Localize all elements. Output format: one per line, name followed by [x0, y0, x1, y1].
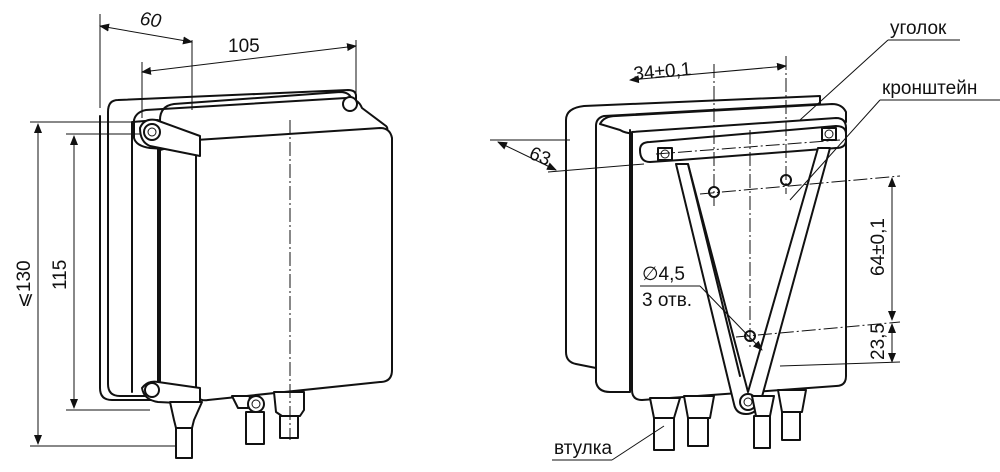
- left-dim-width: 105: [228, 36, 260, 57]
- right-bracket-inner: [687, 163, 741, 377]
- right-dim-bottom: 23,5: [868, 323, 889, 360]
- left-dim-depth: 60: [139, 9, 163, 33]
- right-corner-axis: [655, 139, 841, 155]
- right-hole-diameter: ∅4,5: [642, 264, 685, 285]
- left-screw-top-inner: [147, 127, 157, 137]
- right-top-lid: [599, 103, 847, 135]
- right-bottom-horizontal-axis: [735, 321, 901, 338]
- left-dim-height-total: ⩽130: [14, 260, 35, 308]
- right-side-panel: [595, 125, 631, 393]
- left-top-lid: [133, 97, 389, 151]
- right-dimensions: [490, 39, 1000, 461]
- right-holes-horizontal-axis: [699, 175, 901, 195]
- right-dim-vertical: 64±0,1: [868, 218, 889, 276]
- right-back-box: [565, 95, 821, 369]
- right-bracket-bottom-screw-inner: [743, 397, 753, 407]
- left-front-face: [195, 127, 393, 402]
- label-bushing: втулка: [554, 438, 612, 459]
- right-corner-screw-right: [821, 127, 837, 141]
- left-dimensions: [30, 14, 357, 447]
- right-bracket: [675, 147, 831, 415]
- left-bushings: [169, 391, 305, 459]
- label-corner: уголок: [890, 18, 947, 39]
- label-bracket: кронштейн: [882, 78, 977, 99]
- left-enclosure-view: 60 105 ⩽130 115: [14, 9, 393, 459]
- right-enclosure-view: 63 34±0,1 64±0,1 23,5 ∅4,5 3 отв. уголок…: [490, 18, 1000, 461]
- left-side-panel: [99, 115, 159, 401]
- left-screw-top-right: [342, 96, 358, 112]
- right-corner-plate: [639, 125, 847, 163]
- left-screw-bottom: [144, 382, 160, 398]
- right-bushings: [649, 389, 807, 451]
- left-dim-height-body: 115: [50, 260, 71, 290]
- right-dim-hole-spacing: 34±0,1: [633, 59, 693, 85]
- left-back-box: [107, 89, 357, 397]
- left-screw-top: [143, 123, 161, 141]
- left-front-rim: [159, 139, 197, 397]
- right-hole-count: 3 отв.: [642, 290, 692, 311]
- right-corner-screw-right-inner: [824, 129, 834, 139]
